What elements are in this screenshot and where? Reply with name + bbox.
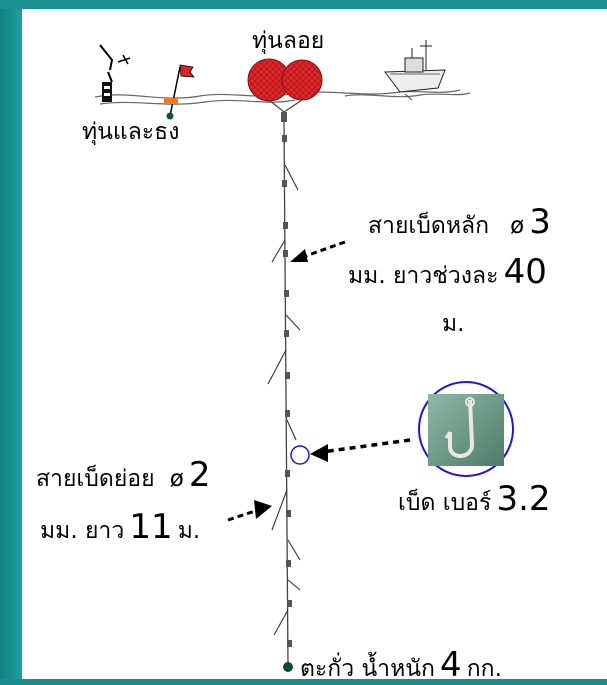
- dashed-arrow-mainline: [290, 240, 346, 262]
- branch-length: 11: [129, 507, 173, 547]
- swivels: [282, 135, 292, 647]
- boat-icon: [384, 40, 446, 101]
- buoy-flag-label: ทุ่นและธง: [82, 119, 180, 145]
- weight-icon: [283, 662, 293, 672]
- branch-length-unit: ม.: [177, 518, 201, 544]
- flag-icon: [164, 64, 195, 120]
- mainline-unit: มม. ยาวช่วงละ: [348, 263, 499, 289]
- hook-spec: เบ็ด เบอร์ 3.2: [398, 482, 551, 516]
- diagram-panel: [22, 9, 607, 679]
- top-border: [0, 0, 607, 9]
- radio-beacon-icon: [99, 44, 131, 102]
- left-border: [0, 0, 22, 679]
- branch-diameter: 2: [188, 455, 211, 495]
- branch-spec-line1: สายเบ็ดย่อย ø 2: [36, 458, 211, 492]
- weight-spec: ตะกั่ว น้ำหนัก 4 กก.: [300, 648, 502, 682]
- mainline-spec-line1: สายเบ็ดหลัก ø 3: [368, 205, 551, 239]
- mainline-symbol: ø: [510, 213, 525, 239]
- mainline-length-unit: ม.: [442, 311, 465, 337]
- dashed-arrow-hook: [310, 438, 411, 462]
- branch-unit: มม. ยาว: [40, 518, 125, 544]
- mainline-length: 40: [503, 252, 547, 292]
- weight-value: 4: [439, 645, 462, 685]
- hook-highlight-circle: [290, 445, 310, 465]
- branch-symbol: ø: [169, 466, 184, 492]
- dashed-arrow-branch: [227, 500, 272, 522]
- mainline-title: สายเบ็ดหลัก: [368, 213, 490, 239]
- float-icon: [247, 58, 323, 122]
- branch-title: สายเบ็ดย่อย: [36, 466, 155, 492]
- branch-lines: [267, 164, 301, 636]
- float-label: ทุ่นลอย: [252, 28, 325, 54]
- hook-label: เบ็ด เบอร์: [398, 490, 492, 516]
- mainline-diameter: 3: [529, 202, 551, 242]
- main-line: [283, 121, 289, 666]
- branch-spec-line2: มม. ยาว 11 ม.: [40, 510, 200, 544]
- hook-photo-icon: [418, 381, 514, 477]
- hook-number: 3.2: [496, 479, 551, 519]
- mainline-spec-line2: มม. ยาวช่วงละ 40: [348, 255, 547, 289]
- weight-label: ตะกั่ว น้ำหนัก: [300, 656, 435, 682]
- weight-unit: กก.: [466, 656, 502, 682]
